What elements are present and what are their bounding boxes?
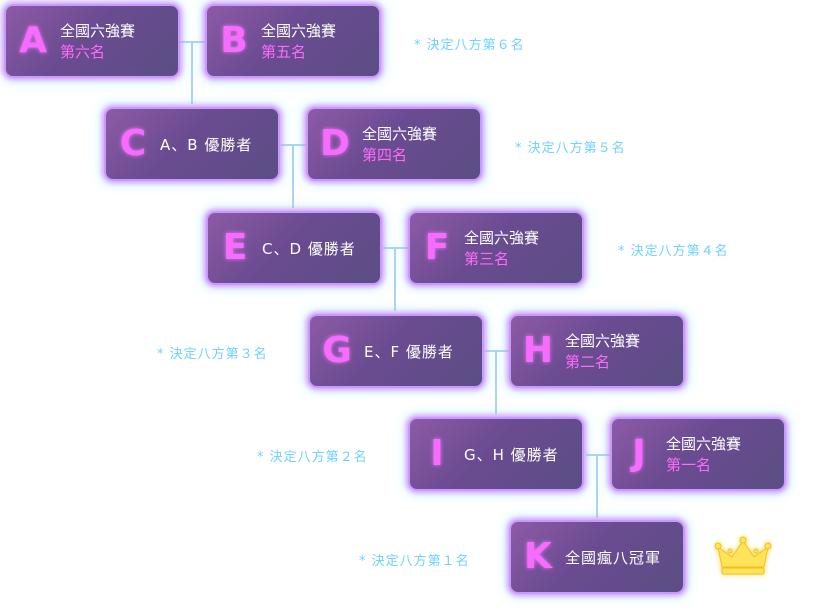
- box-letter: I: [430, 433, 444, 474]
- box-letter: A: [19, 20, 47, 61]
- box-letter: E: [222, 227, 248, 268]
- box-letter: K: [524, 536, 552, 577]
- box-rank: 第三名: [464, 250, 510, 268]
- box-label: A、B 優勝者: [160, 135, 253, 154]
- box-title: 全國六強賽: [362, 125, 438, 143]
- box-title: 全國六強賽: [666, 435, 742, 453]
- box-rank: 第一名: [666, 456, 712, 474]
- box-g: G E、F 優勝者: [308, 314, 484, 388]
- box-title: 全國六強賽: [261, 22, 337, 40]
- box-letter: D: [320, 123, 350, 164]
- box-f: F 全國六強賽 第三名: [408, 211, 584, 285]
- box-e: E C、D 優勝者: [206, 211, 382, 285]
- box-letter: H: [522, 330, 554, 371]
- box-h: H 全國六強賽 第二名: [509, 314, 685, 388]
- box-b: B 全國六強賽 第五名: [205, 4, 381, 78]
- note-rank-4: * 決定八方第４名: [618, 244, 729, 259]
- box-i: I G、H 優勝者: [408, 417, 584, 491]
- note-rank-5: * 決定八方第５名: [515, 141, 626, 156]
- note-rank-2: * 決定八方第２名: [257, 450, 368, 465]
- box-title: 全國六強賽: [464, 229, 540, 247]
- note-rank-1: * 決定八方第１名: [359, 554, 470, 569]
- box-letter: J: [632, 433, 646, 474]
- box-title: 全國六強賽: [565, 332, 641, 350]
- box-j: J 全國六強賽 第一名: [610, 417, 786, 491]
- box-label: 全國瘋八冠軍: [565, 548, 662, 567]
- box-a: A 全國六強賽 第六名: [4, 4, 180, 78]
- box-title: 全國六強賽: [60, 22, 136, 40]
- box-d: D 全國六強賽 第四名: [306, 107, 482, 181]
- box-c: C A、B 優勝者: [104, 107, 280, 181]
- crown-icon: [714, 536, 772, 575]
- box-rank: 第二名: [565, 353, 611, 371]
- box-label: G、H 優勝者: [464, 445, 559, 464]
- box-letter: C: [119, 123, 147, 164]
- box-k: K 全國瘋八冠軍: [509, 520, 685, 594]
- note-rank-3: * 決定八方第３名: [157, 347, 268, 362]
- box-rank: 第六名: [60, 43, 106, 61]
- note-rank-6: * 決定八方第６名: [414, 38, 525, 53]
- box-rank: 第五名: [261, 43, 307, 61]
- box-label: C、D 優勝者: [262, 239, 356, 258]
- box-letter: F: [424, 227, 450, 268]
- box-letter: G: [322, 330, 352, 371]
- box-letter: B: [220, 20, 248, 61]
- box-rank: 第四名: [362, 146, 408, 164]
- box-label: E、F 優勝者: [364, 342, 454, 361]
